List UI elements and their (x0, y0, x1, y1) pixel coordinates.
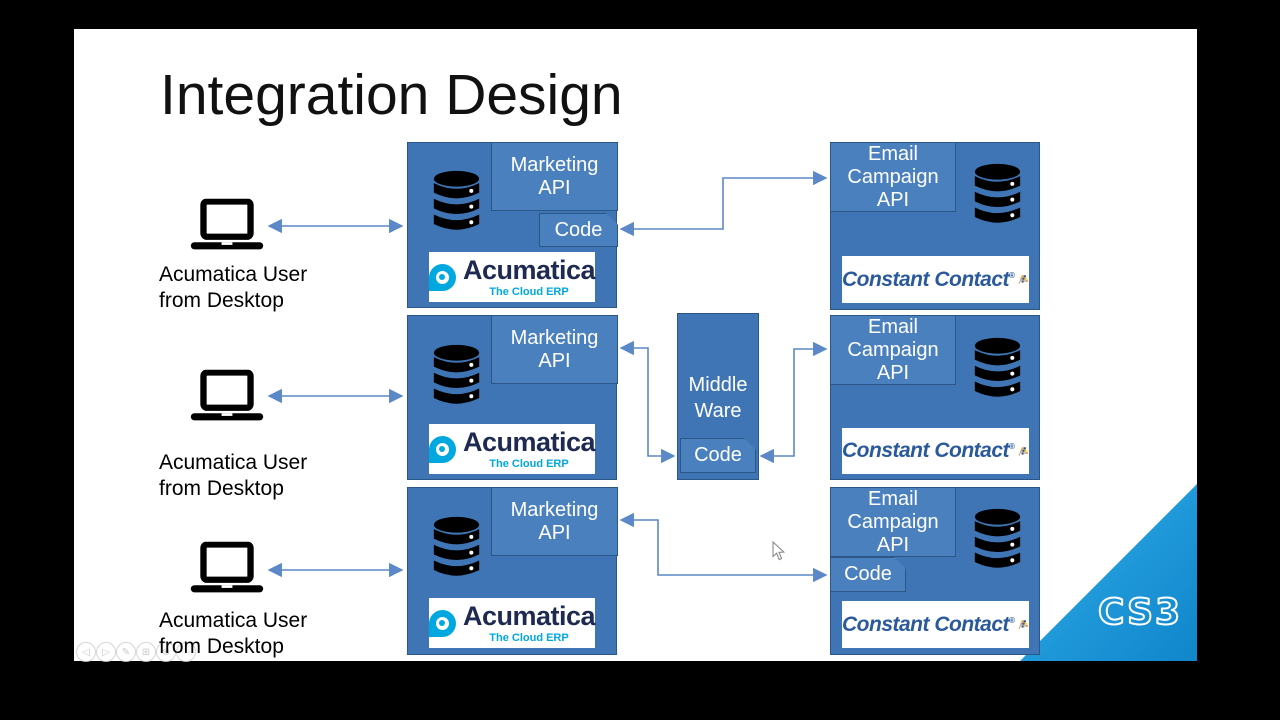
cs3-logo-text: CS3 (1098, 592, 1182, 633)
more-options-button[interactable]: ⋯ (176, 642, 196, 662)
acumatica-logo-text: Acumatica The Cloud ERP (462, 426, 596, 470)
laptop-icon (189, 198, 265, 252)
constant-contact-system-box: Email Campaign API Code Constant Contact… (830, 487, 1040, 655)
middleware-line2: Ware (694, 400, 742, 422)
previous-slide-button[interactable]: ◁ (76, 642, 96, 662)
email-api-line2: Campaign (847, 338, 939, 361)
marketing-api-box: Marketing API (491, 142, 618, 211)
database-icon (430, 170, 483, 238)
email-campaign-api-box: Email Campaign API (830, 142, 956, 212)
code-label: Code (554, 218, 603, 241)
acumatica-logo-text: Acumatica The Cloud ERP (462, 254, 596, 298)
marketing-api-box: Marketing API (491, 315, 618, 384)
marketing-api-line2: API (538, 521, 571, 544)
acumatica-logo-tagline: The Cloud ERP (489, 631, 569, 644)
acumatica-logo-name: Acumatica (462, 426, 596, 457)
registered-mark: ® (1009, 615, 1015, 625)
database-icon (971, 508, 1024, 576)
user-label: Acumatica User from Desktop (159, 262, 307, 314)
email-api-line2: Campaign (847, 165, 939, 188)
acumatica-icon (428, 263, 456, 291)
user-label-line1: Acumatica User (159, 263, 308, 286)
acumatica-icon (428, 609, 456, 637)
laptop-icon (189, 541, 265, 595)
email-api-line1: Email (867, 487, 918, 510)
code-label: Code (844, 563, 892, 585)
registered-mark: ® (1009, 270, 1015, 280)
middleware-code-box: Code (680, 438, 756, 473)
code-label: Code (694, 444, 742, 466)
acumatica-logo-tagline: The Cloud ERP (489, 285, 569, 298)
email-api-line3: API (876, 361, 910, 384)
database-icon (971, 337, 1024, 405)
acumatica-system-box: Marketing API Acumatica The Cloud ERP (407, 487, 618, 655)
acumatica-logo-name: Acumatica (462, 254, 596, 285)
laptop-icon (189, 369, 265, 423)
user-label-line2: from Desktop (159, 477, 284, 500)
all-slides-icon: ⊞ (141, 646, 151, 658)
user-label-line2: from Desktop (159, 635, 284, 658)
code-box: Code (830, 557, 906, 592)
zoom-slide-button[interactable]: ⊕ (156, 642, 176, 662)
code-box: Code (539, 213, 618, 247)
constant-contact-system-box: Email Campaign API Constant Contact® (830, 142, 1040, 310)
constant-contact-logo: Constant Contact® (842, 428, 1029, 474)
database-icon (430, 344, 483, 412)
email-campaign-api-box: Email Campaign API (830, 487, 956, 557)
constant-contact-logo-text: Constant Contact® (842, 612, 1015, 636)
email-campaign-api-box: Email Campaign API (830, 315, 956, 385)
user-label-line1: Acumatica User (159, 609, 308, 632)
acumatica-logo-name: Acumatica (462, 600, 596, 631)
email-api-line3: API (876, 533, 910, 556)
marketing-api-box: Marketing API (491, 487, 618, 556)
cs3-logo-text-svg: CS3 (1097, 591, 1182, 634)
constant-contact-logo: Constant Contact® (842, 601, 1029, 648)
registered-mark: ® (1009, 442, 1015, 451)
constant-contact-system-box: Email Campaign API Constant Contact® (830, 315, 1040, 480)
marketing-api-line2: API (538, 349, 571, 372)
marketing-api-line1: Marketing (510, 153, 599, 176)
email-api-line1: Email (867, 315, 918, 338)
database-icon (971, 163, 1024, 231)
user-label: Acumatica User from Desktop (159, 608, 307, 660)
constant-contact-logo-text: Constant Contact® (842, 439, 1015, 462)
zoom-icon: ⊕ (161, 646, 171, 658)
acumatica-logo-tagline: The Cloud ERP (489, 457, 569, 470)
acumatica-logo: Acumatica The Cloud ERP (428, 424, 596, 474)
email-api-line2: Campaign (847, 510, 939, 533)
acumatica-system-box: Marketing API Code Acumatica The Cloud E… (407, 142, 618, 308)
more-icon: ⋯ (181, 646, 191, 658)
acumatica-logo-text: Acumatica The Cloud ERP (462, 600, 596, 644)
previous-icon: ◁ (82, 646, 90, 658)
marketing-api-line1: Marketing (510, 326, 599, 349)
marketing-api-line2: API (538, 176, 571, 199)
checkered-flag-icon (1018, 439, 1029, 464)
email-api-line3: API (876, 188, 910, 211)
next-icon: ▷ (102, 646, 110, 658)
email-api-line1: Email (867, 142, 918, 165)
acumatica-logo: Acumatica The Cloud ERP (428, 252, 596, 302)
pen-tool-button[interactable]: ✎ (116, 642, 136, 662)
checkered-flag-icon (1018, 612, 1029, 637)
constant-contact-logo: Constant Contact® (842, 256, 1029, 303)
checkered-flag-icon (1018, 267, 1029, 292)
constant-contact-logo-text: Constant Contact® (842, 267, 1015, 291)
middleware-label: Middle Ware (678, 372, 758, 424)
pen-icon: ✎ (121, 646, 131, 658)
database-icon (430, 516, 483, 584)
middleware-line1: Middle (688, 374, 748, 396)
all-slides-button[interactable]: ⊞ (136, 642, 156, 662)
acumatica-icon (428, 435, 456, 463)
user-label-line1: Acumatica User (159, 451, 308, 474)
user-label-line2: from Desktop (159, 289, 284, 312)
marketing-api-line1: Marketing (510, 498, 599, 521)
mouse-cursor-icon (772, 541, 785, 561)
acumatica-system-box: Marketing API Acumatica The Cloud ERP (407, 315, 618, 480)
next-slide-button[interactable]: ▷ (96, 642, 116, 662)
middleware-box: Middle Ware Code (677, 313, 759, 480)
acumatica-logo: Acumatica The Cloud ERP (428, 598, 596, 648)
slide-title: Integration Design (160, 63, 623, 127)
user-label: Acumatica User from Desktop (159, 450, 307, 502)
